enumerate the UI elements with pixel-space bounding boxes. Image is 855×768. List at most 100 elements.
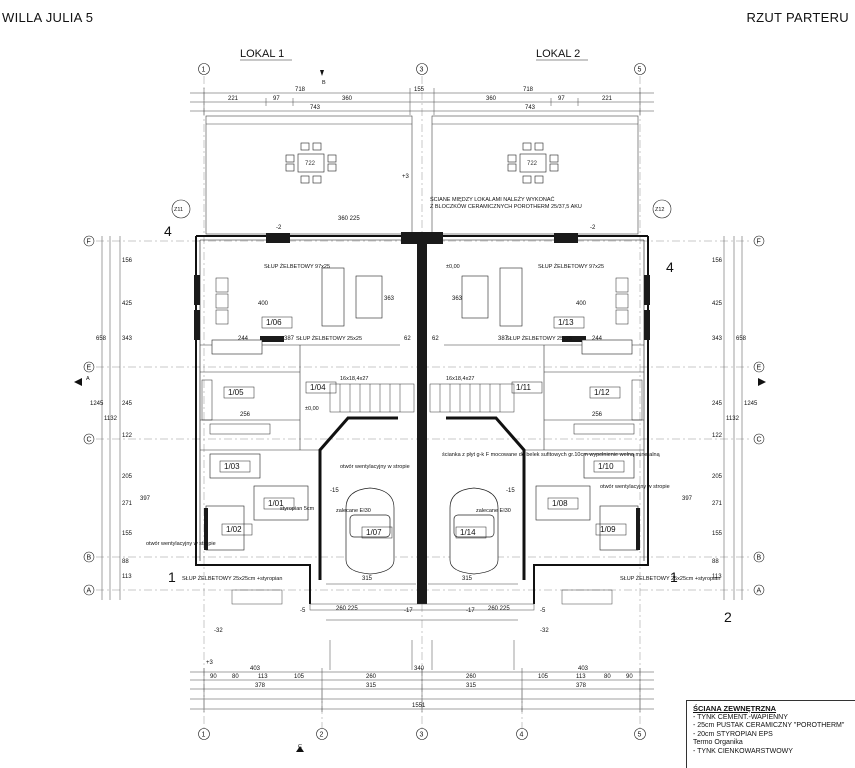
axis-label-left: A <box>87 588 92 595</box>
dim-top: 743 <box>310 105 321 111</box>
garage-wall-note: ścianka z płyt g-k F mocowane do belek s… <box>442 452 661 458</box>
dim-left: 88 <box>122 559 129 565</box>
room-label: 1/09 <box>600 525 616 534</box>
dim-right: 397 <box>682 496 693 502</box>
axis-label-right: B <box>757 555 762 562</box>
dim-right: 122 <box>712 433 723 439</box>
dim-misc: 62 <box>432 336 439 342</box>
dim-misc: 360 225 <box>338 216 360 222</box>
stairs-note: 16x18,4x27 <box>446 376 474 382</box>
dim-bottom: 105 <box>294 674 305 680</box>
dim-misc: 363 <box>384 296 395 302</box>
dim-right: 88 <box>712 559 719 565</box>
dim-misc: 387 <box>284 336 295 342</box>
view-mark: 1 <box>168 569 176 585</box>
room-label: 1/05 <box>228 388 244 397</box>
table-dim: 722 <box>305 161 316 167</box>
dim-bottom: 315 <box>466 683 477 689</box>
room-label: 1/13 <box>558 318 574 327</box>
fire-door-note: zalecane EI30 <box>336 508 371 514</box>
dim-bottom: 378 <box>576 683 587 689</box>
dim-misc: 363 <box>452 296 463 302</box>
axis-label-bottom: 5 <box>638 732 642 739</box>
view-mark: 2 <box>724 609 732 625</box>
dim-top: 743 <box>525 105 536 111</box>
dim-bottom: 80 <box>604 674 611 680</box>
dim-misc: -2 <box>590 225 596 231</box>
dim-misc: -32 <box>214 628 223 634</box>
wall-legend: ŚCIANA ZEWNĘTRZNA - TYNK CEMENT.-WAPIENN… <box>686 700 855 768</box>
dim-misc: -5 <box>300 608 306 614</box>
dim-right-total: 1132 <box>726 416 740 422</box>
vent-note: otwór wentylacyjny w stropie <box>340 464 410 470</box>
legend-item: - 25cm PUSTAK CERAMICZNY "POROTHERM" <box>693 722 845 729</box>
dim-right: 113 <box>712 574 722 580</box>
dim-top: 360 <box>342 96 353 102</box>
dim-gate: 260 225 <box>336 606 358 612</box>
column-note: SŁUP ŻELBETOWY 97x25 <box>264 263 330 270</box>
wall-note: ŚCIANE MIĘDZY LOKALAMI NALEŻY WYKONAĆ <box>430 195 555 203</box>
axis-label-right: C <box>757 437 762 444</box>
dim-gate: 260 225 <box>488 606 510 612</box>
axis-label-right: E <box>757 365 762 372</box>
legend-title: ŚCIANA ZEWNĘTRZNA <box>693 704 777 713</box>
unit-2-label: LOKAL 2 <box>536 48 580 60</box>
room-label: 1/07 <box>366 528 382 537</box>
axis-label-bottom: 4 <box>520 732 524 739</box>
room-label: 1/08 <box>552 499 568 508</box>
dim-bottom: 378 <box>255 683 266 689</box>
table-dim: 722 <box>527 161 538 167</box>
axis-label-left: F <box>87 239 91 246</box>
dim-garage: 315 <box>362 576 373 582</box>
dim-left-total: 1132 <box>104 416 118 422</box>
axis-label-bottom: 3 <box>420 732 424 739</box>
dim-top: 97 <box>273 96 280 102</box>
dim-right-total: 658 <box>736 336 747 342</box>
dim-misc: 256 <box>592 412 603 418</box>
legend-item: Termo Organika <box>693 739 743 746</box>
dim-left: 245 <box>122 401 133 407</box>
dim-misc: -17 <box>404 608 413 614</box>
car-left <box>345 487 395 575</box>
view-mark: 1 <box>670 569 678 585</box>
dim-left-total: 1245 <box>90 401 104 407</box>
dim-misc: -17 <box>466 608 475 614</box>
axis-label-top: 3 <box>420 67 424 74</box>
level-mark: ±0,00 <box>446 264 460 270</box>
party-wall <box>401 232 443 604</box>
terrace-furniture-left <box>285 142 337 184</box>
dim-bottom: 260 <box>366 674 377 680</box>
dim-garage: 315 <box>462 576 473 582</box>
stairs-left <box>329 383 415 413</box>
garage-walls <box>318 416 526 580</box>
axis-label-bottom: 2 <box>320 732 324 739</box>
dim-top: 221 <box>228 96 239 102</box>
dim-top: 155 <box>414 87 425 93</box>
dim-top: 718 <box>295 87 306 93</box>
dim-misc: -15 <box>506 488 515 494</box>
dim-bottom: 90 <box>626 674 633 680</box>
axis-label-left: E <box>87 365 92 372</box>
dim-bottom: 113 <box>258 674 268 680</box>
dim-misc: 244 <box>592 336 603 342</box>
stairs-note: 16x18,4x27 <box>340 376 368 382</box>
terrace-furniture-right <box>507 142 559 184</box>
room-label: 1/03 <box>224 462 240 471</box>
dim-misc: 400 <box>258 301 269 307</box>
column-note: SŁUP ŻELBETOWY 25x25 <box>506 335 572 342</box>
dim-bottom: 113 <box>576 674 586 680</box>
dim-right: 205 <box>712 474 723 480</box>
legend-item: - 20cm STYROPIAN EPS <box>693 730 773 738</box>
dim-right: 245 <box>712 401 723 407</box>
dim-left: 113 <box>122 574 132 580</box>
dim-left: 122 <box>122 433 133 439</box>
dim-top: 360 <box>486 96 497 102</box>
axis-label-right: A <box>757 588 762 595</box>
dim-misc: -2 <box>276 225 282 231</box>
view-mark: 4 <box>666 259 674 275</box>
column-note: SŁUP ŻELBETOWY 25x25 <box>296 335 362 342</box>
room-label: 1/12 <box>594 388 610 397</box>
dim-left: 343 <box>122 336 133 342</box>
vent-note: otwór wentylacyjny w stropie <box>146 541 216 547</box>
dim-misc: -32 <box>540 628 549 634</box>
